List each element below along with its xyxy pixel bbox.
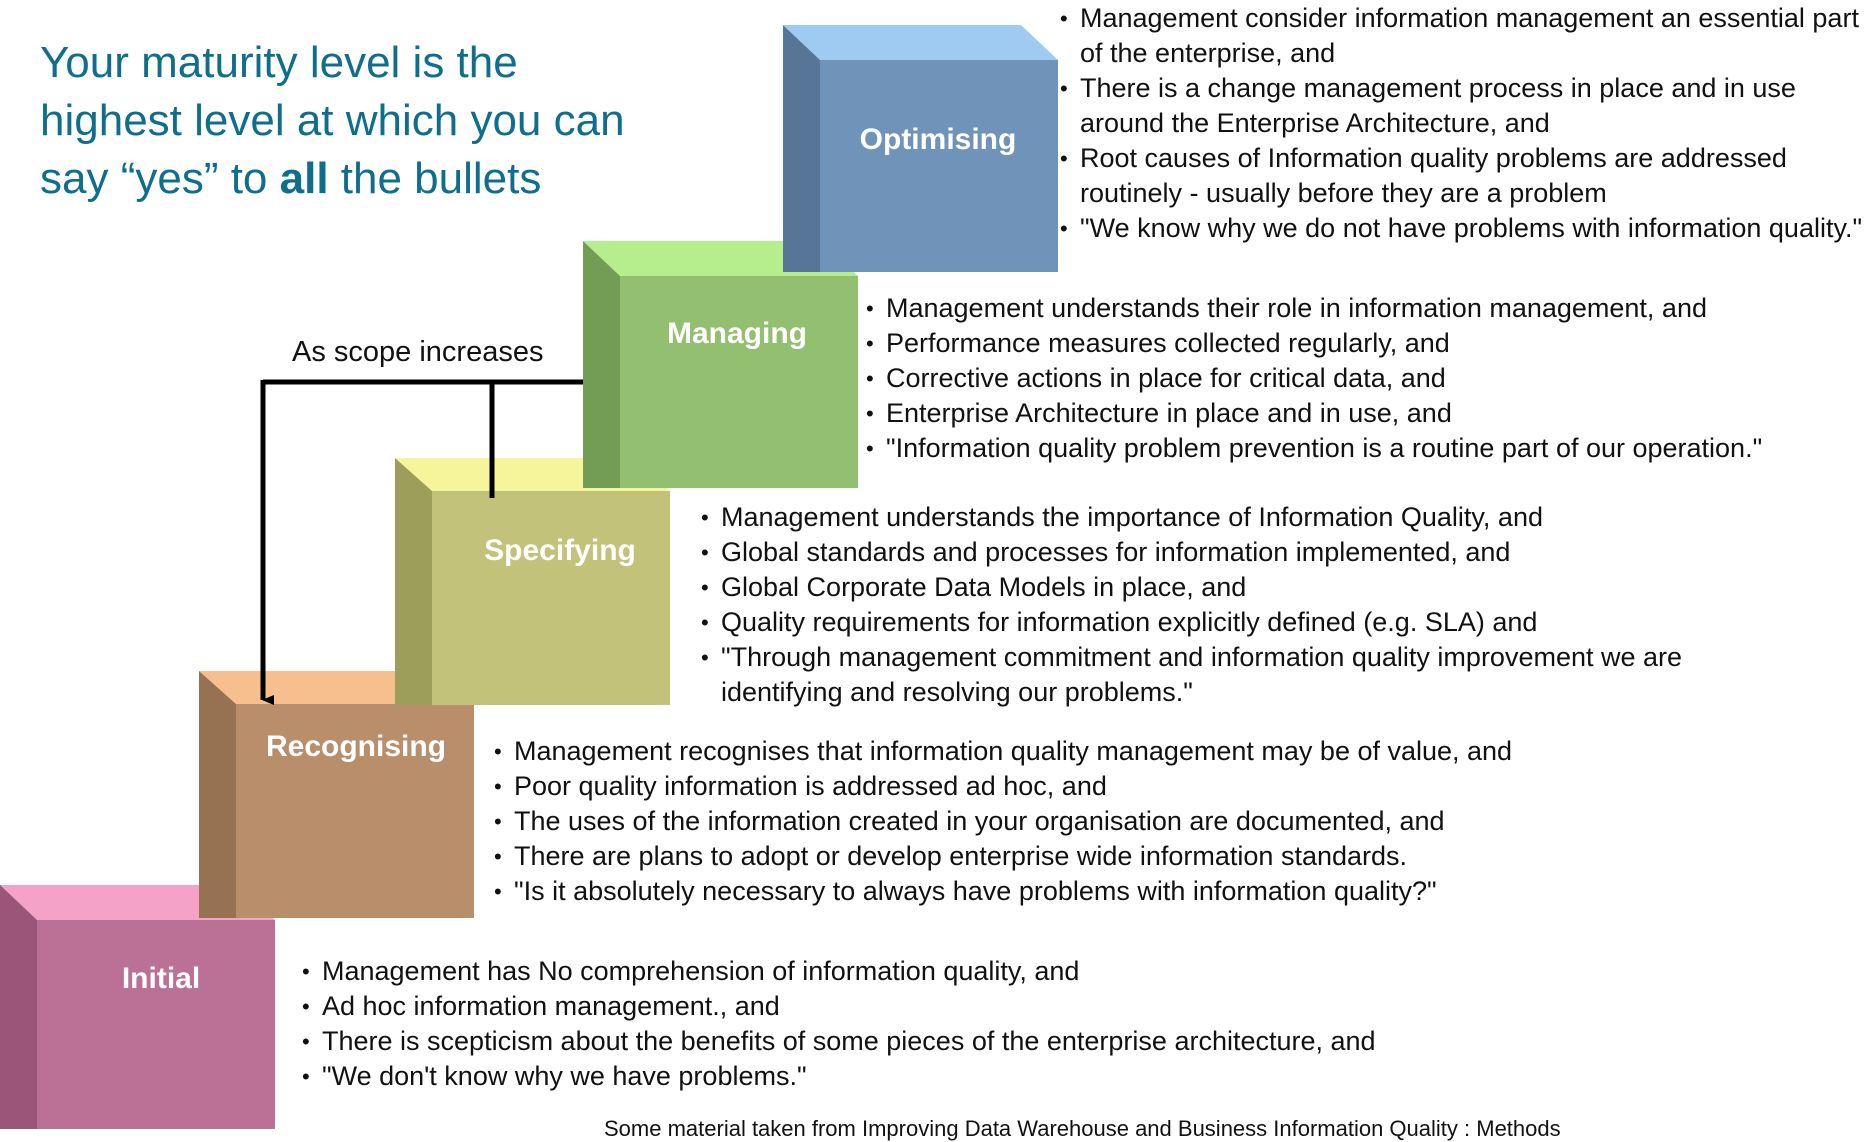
block-recognising: Recognising	[199, 671, 474, 918]
block-managing: Managing	[583, 241, 858, 488]
block-recognising-label: Recognising	[266, 730, 446, 763]
block-managing-side	[583, 241, 620, 488]
block-managing-front	[620, 276, 858, 488]
bullet-item: Management understands the importance of…	[701, 500, 1801, 535]
block-specifying: Specifying	[395, 458, 670, 705]
bullet-item: There is a change management process in …	[1060, 71, 1872, 141]
bullet-item: Global standards and processes for infor…	[701, 535, 1801, 570]
bullet-item: "We don't know why we have problems."	[302, 1059, 1602, 1094]
bullets-optimising: Management consider information manageme…	[1060, 1, 1872, 246]
block-initial-label: Initial	[122, 962, 200, 995]
block-optimising-label: Optimising	[860, 123, 1017, 156]
bullets-recognising: Management recognises that information q…	[494, 734, 1694, 909]
bullets-specifying: Management understands the importance of…	[701, 500, 1801, 710]
bullets-managing: Management understands their role in inf…	[866, 291, 1871, 466]
bullet-item: Enterprise Architecture in place and in …	[866, 396, 1871, 431]
bullet-item: Poor quality information is addressed ad…	[494, 769, 1694, 804]
headline-text: Your maturity level is the highest level…	[40, 38, 625, 203]
bullet-item: "Through management commitment and infor…	[701, 640, 1801, 710]
block-initial-front	[37, 920, 275, 1129]
block-specifying-label: Specifying	[484, 534, 636, 567]
bullet-item: Corrective actions in place for critical…	[866, 361, 1871, 396]
bullets-initial: Management has No comprehension of infor…	[302, 954, 1602, 1094]
bullet-item: Ad hoc information management., and	[302, 989, 1602, 1024]
scope-label: As scope increases	[292, 336, 544, 368]
block-initial: Initial	[0, 885, 275, 1129]
block-recognising-front	[236, 704, 474, 918]
headline-emphasis: all	[279, 154, 329, 203]
bullet-item: Root causes of Information quality probl…	[1060, 141, 1872, 211]
block-optimising-top	[783, 25, 1058, 60]
bullet-item: Management has No comprehension of infor…	[302, 954, 1602, 989]
block-optimising-side	[783, 25, 820, 272]
bullet-item: "Information quality problem prevention …	[866, 431, 1871, 466]
bullet-item: The uses of the information created in y…	[494, 804, 1694, 839]
block-specifying-side	[395, 458, 432, 705]
block-initial-side	[0, 885, 37, 1129]
headline-text-end: the bullets	[328, 154, 542, 203]
block-managing-label: Managing	[667, 317, 807, 350]
bullet-item: Global Corporate Data Models in place, a…	[701, 570, 1801, 605]
headline: Your maturity level is the highest level…	[40, 34, 640, 208]
bullet-item: Performance measures collected regularly…	[866, 326, 1871, 361]
block-specifying-front	[432, 491, 670, 705]
bullet-item: Management consider information manageme…	[1060, 1, 1872, 71]
block-optimising: Optimising	[783, 25, 1058, 272]
scope-arrow	[260, 379, 583, 705]
bullet-item: There are plans to adopt or develop ente…	[494, 839, 1694, 874]
block-recognising-side	[199, 671, 236, 918]
bullet-item: There is scepticism about the benefits o…	[302, 1024, 1602, 1059]
bullet-item: Management recognises that information q…	[494, 734, 1694, 769]
bullet-item: Quality requirements for information exp…	[701, 605, 1801, 640]
bullet-item: Management understands their role in inf…	[866, 291, 1871, 326]
block-optimising-front	[820, 60, 1058, 272]
source-footnote: Some material taken from Improving Data …	[604, 1116, 1561, 1141]
bullet-item: "Is it absolutely necessary to always ha…	[494, 874, 1694, 909]
bullet-item: "We know why we do not have problems wit…	[1060, 211, 1872, 246]
